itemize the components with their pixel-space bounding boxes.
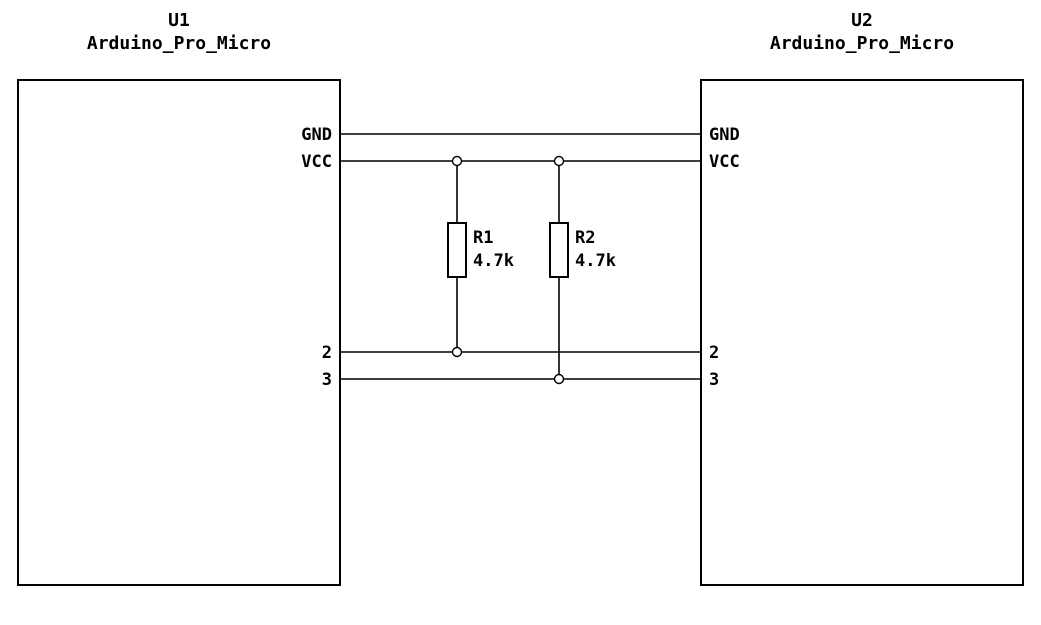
u1-pin-vcc-label: VCC	[301, 152, 332, 172]
junction-r1-line2	[451, 346, 463, 358]
r1-ref-label: R1	[473, 228, 493, 248]
u2-body	[700, 79, 1024, 586]
r1-value-label: 4.7k	[473, 251, 514, 271]
junctions	[451, 155, 565, 385]
junction-r2-line3	[553, 373, 565, 385]
u2-value-label: Arduino_Pro_Micro	[770, 33, 954, 54]
component-u1: U1 Arduino_Pro_Micro GND VCC 2 3	[17, 10, 341, 586]
r1-body	[447, 222, 467, 278]
u1-value-label: Arduino_Pro_Micro	[87, 33, 271, 54]
u1-pin-3-label: 3	[322, 370, 332, 390]
component-r2: R2 4.7k	[549, 161, 616, 379]
junction-r2-vcc	[553, 155, 565, 167]
r2-ref-label: R2	[575, 228, 595, 248]
u1-pin-gnd-label: GND	[301, 125, 332, 145]
component-u2: U2 Arduino_Pro_Micro GND VCC 2 3	[700, 10, 1024, 586]
r2-value-label: 4.7k	[575, 251, 616, 271]
component-r1: R1 4.7k	[447, 161, 514, 352]
junction-r1-vcc	[451, 155, 463, 167]
u2-pin-gnd-label: GND	[709, 125, 740, 145]
u2-ref-label: U2	[851, 10, 873, 31]
wires	[340, 133, 701, 380]
u1-ref-label: U1	[168, 10, 190, 31]
u1-body	[17, 79, 341, 586]
u1-pin-2-label: 2	[322, 343, 332, 363]
u2-pin-vcc-label: VCC	[709, 152, 740, 172]
r2-body	[549, 222, 569, 278]
u2-pin-3-label: 3	[709, 370, 719, 390]
u2-pin-2-label: 2	[709, 343, 719, 363]
